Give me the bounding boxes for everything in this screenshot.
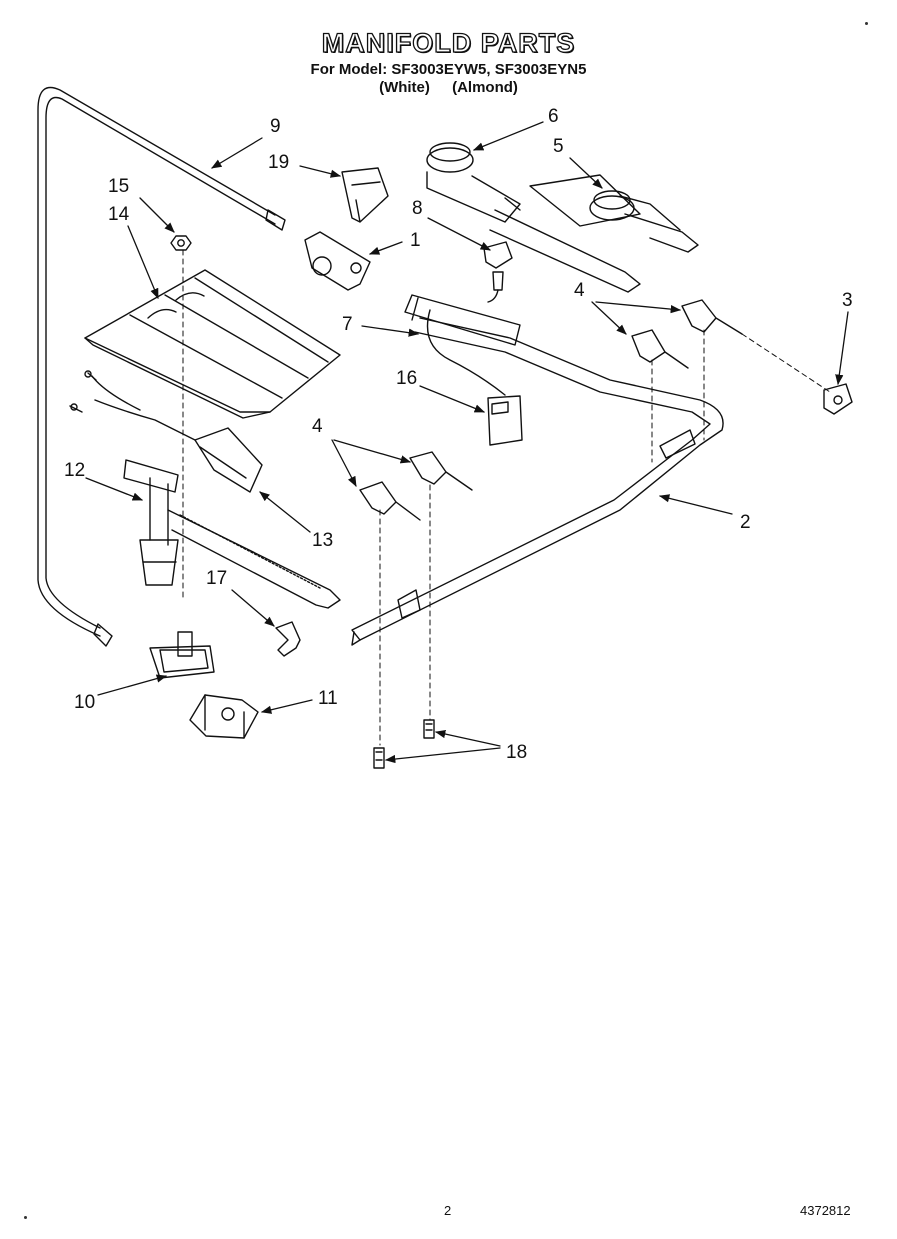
callout-label-9: 9: [270, 116, 281, 137]
corner-mark: [865, 22, 868, 25]
callout-label-5: 5: [553, 136, 564, 157]
electrode-assembly-part: [123, 459, 341, 609]
connector-block-part: [487, 395, 523, 446]
callout-label-8: 8: [412, 198, 423, 219]
callout-label-18: 18: [506, 742, 527, 763]
callout-label-6: 6: [548, 106, 559, 127]
callout-label-13: 13: [312, 530, 333, 551]
spark-electrode-part: [823, 383, 853, 415]
page-number: 2: [444, 1203, 452, 1218]
valve-part: [304, 231, 371, 291]
callout-label-16: 16: [396, 368, 417, 389]
color-variants: (White) (Almond): [0, 79, 897, 96]
callout-label-12: 12: [64, 460, 85, 481]
page-title: MANIFOLD PARTS: [321, 27, 576, 58]
callout-label-4-lower: 4: [312, 416, 323, 437]
assembly-guide-lines: [182, 249, 831, 746]
variant-white: (White): [379, 79, 430, 96]
small-burner-part: [529, 174, 699, 253]
bracket-part: [189, 694, 259, 739]
large-burner-part: [426, 142, 641, 293]
callout-label-4-upper: 4: [574, 280, 585, 301]
cap-part: [149, 631, 215, 679]
gas-tube-part: [37, 86, 286, 647]
document-number: 4372812: [800, 1203, 851, 1218]
callout-label-10: 10: [74, 692, 95, 713]
callout-label-1: 1: [410, 230, 421, 251]
callout-label-17: 17: [206, 568, 227, 589]
callout-label-15: 15: [108, 176, 129, 197]
variant-almond: (Almond): [452, 79, 518, 96]
orifice-fitting-part: [631, 299, 743, 369]
thermocouple-part: [404, 294, 521, 396]
shield-bracket-part: [341, 167, 389, 223]
small-bracket-part: [483, 241, 513, 303]
igniter-part: [69, 370, 263, 493]
callout-label-7: 7: [342, 314, 353, 335]
orifice-fitting-lower-part: [359, 451, 473, 521]
model-subtitle: For Model: SF3003EYW5, SF3003EYN5: [310, 61, 587, 78]
heat-shield-part: [84, 269, 341, 419]
callout-label-14: 14: [108, 204, 130, 225]
callout-label-2: 2: [740, 512, 751, 533]
nut-part: [170, 235, 192, 251]
callout-leaders: [85, 121, 849, 764]
callout-label-11: 11: [318, 688, 338, 709]
callout-label-3: 3: [842, 290, 853, 311]
clip-part: [275, 621, 301, 657]
screws-part: [373, 719, 435, 769]
callout-label-19: 19: [268, 152, 289, 173]
callout-labels: 9 19 15 14 8 1 6 5 4 3 7 16 4 12 13 2 17…: [64, 106, 853, 763]
corner-mark: [24, 1216, 27, 1219]
manifold-pipe-part: [351, 317, 724, 646]
